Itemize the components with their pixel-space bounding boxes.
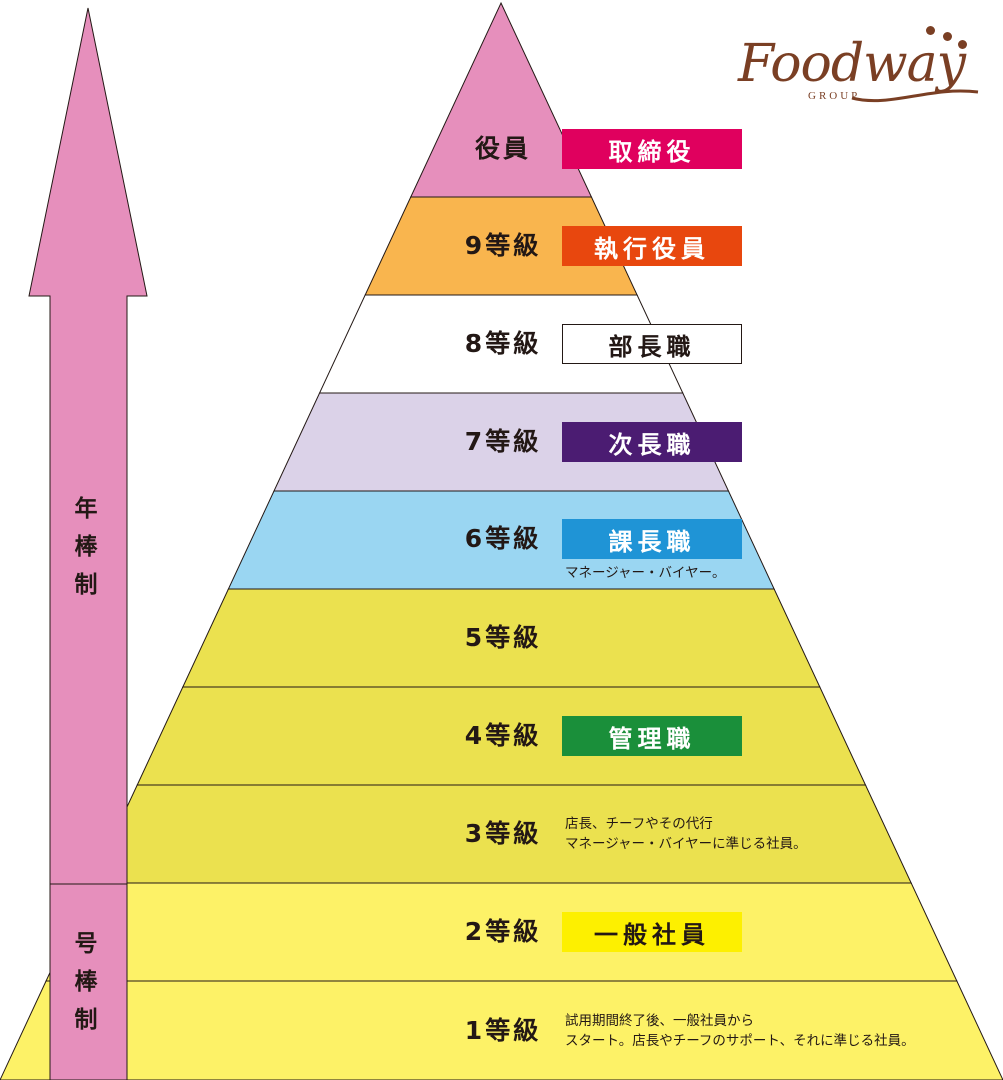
description-line: 試用期間終了後、一般社員から [565, 1012, 754, 1029]
position-title-box: 部長職 [562, 324, 742, 364]
level-description: 試用期間終了後、一般社員からスタート。店長やチーフのサポート、それに準じる社員。 [565, 1011, 915, 1051]
grade-label: 9等級 [464, 231, 542, 260]
vertical-char: 棒 [74, 969, 98, 995]
vertical-char: 棒 [74, 534, 98, 560]
grade-label: 2等級 [464, 917, 542, 946]
logo-group-text: GROUP [808, 90, 861, 102]
logo-swoosh [851, 89, 979, 103]
grade-label: 1等級 [464, 1015, 542, 1045]
vertical-char: 制 [74, 1007, 98, 1033]
logo-dot [958, 40, 967, 49]
pyramid-band [0, 980, 1003, 1080]
vertical-char: 年 [74, 496, 98, 522]
grade-label: 5等級 [464, 623, 542, 652]
description-line: 店長、チーフやその代行 [565, 816, 713, 832]
foodway-logo: Foodway GROUP [730, 18, 980, 118]
grade-salary-label: 号棒制 [58, 925, 114, 1039]
level-description: マネージャー・バイヤー。 [565, 563, 726, 583]
position-title-box: 次長職 [562, 422, 742, 462]
description-line: マネージャー・バイヤーに準じる社員。 [565, 836, 807, 852]
grade-label: 3等級 [464, 819, 542, 848]
annual-salary-arrow [28, 7, 148, 885]
description-line: スタート。店長やチーフのサポート、それに準じる社員。 [565, 1032, 915, 1049]
vertical-char: 号 [74, 931, 98, 957]
grade-label: 8等級 [464, 329, 542, 358]
position-title-box: 課長職 [562, 519, 742, 559]
grade-salary-bar [49, 883, 128, 1080]
logo-dot [926, 26, 935, 35]
logo-dot [943, 32, 952, 41]
vertical-char: 制 [74, 572, 98, 598]
logo-wordmark: Foodway [738, 34, 966, 94]
grade-label: 4等級 [464, 721, 542, 750]
annual-salary-label: 年棒制 [58, 490, 114, 604]
position-title-box: 取締役 [562, 129, 742, 169]
description-line: マネージャー・バイヤー。 [565, 565, 726, 581]
grade-label: 7等級 [464, 427, 542, 456]
level-description: 店長、チーフやその代行マネージャー・バイヤーに準じる社員。 [565, 814, 807, 854]
grade-label: 6等級 [464, 524, 542, 553]
position-title-box: 執行役員 [562, 226, 742, 266]
position-title-box: 管理職 [562, 716, 742, 756]
position-title-box: 一般社員 [562, 912, 742, 952]
grade-label: 役員 [474, 134, 531, 163]
